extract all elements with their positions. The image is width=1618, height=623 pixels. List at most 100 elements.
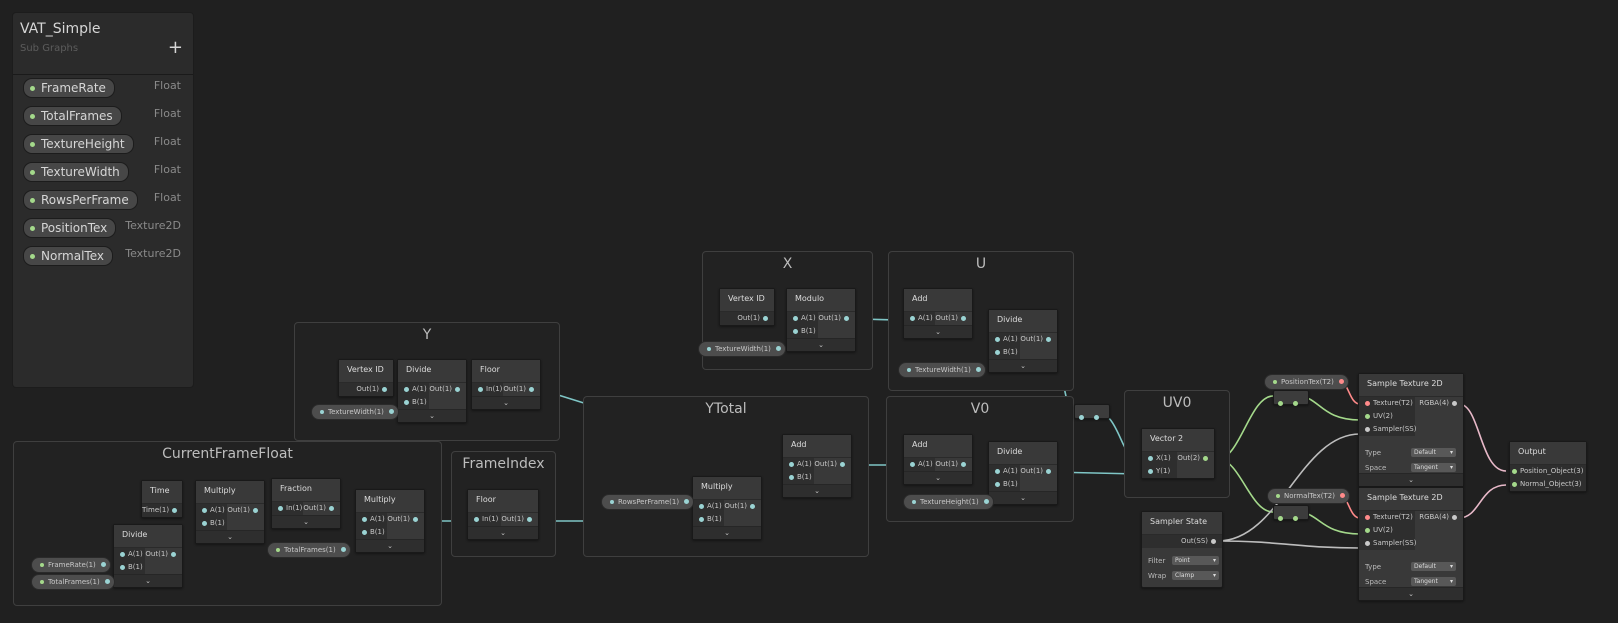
space-dropdown[interactable]: Tangent xyxy=(1411,577,1456,586)
input-port[interactable] xyxy=(699,503,704,509)
node-output[interactable]: Output Position_Object(3) Normal_Object(… xyxy=(1509,441,1587,492)
node-vertex-id[interactable]: Vertex ID Out(1) xyxy=(719,288,775,326)
input-port[interactable] xyxy=(1365,426,1370,432)
input-port[interactable] xyxy=(789,474,794,480)
input-port[interactable] xyxy=(202,507,207,513)
input-port[interactable] xyxy=(995,468,1000,474)
input-port[interactable] xyxy=(1365,527,1370,533)
input-port[interactable] xyxy=(404,386,409,392)
node-add[interactable]: Add A(1) Out(1) ⌄ xyxy=(903,434,973,485)
node-divide[interactable]: Divide A(1)B(1) Out(1) ⌄ xyxy=(988,309,1058,373)
chevron-down-icon[interactable]: ⌄ xyxy=(904,325,972,338)
input-port[interactable] xyxy=(120,564,125,570)
node-divide[interactable]: Divide A(1)B(1) Out(1) ⌄ xyxy=(397,359,467,423)
input-port[interactable] xyxy=(278,505,283,511)
output-port[interactable] xyxy=(382,386,387,392)
input-port[interactable] xyxy=(789,461,794,467)
input-port[interactable] xyxy=(1278,400,1283,406)
node-multiply[interactable]: Multiply A(1)B(1) Out(1) ⌄ xyxy=(355,489,425,553)
node-vector2[interactable]: Vector 2 X(1)Y(1) Out(2) xyxy=(1141,428,1215,479)
property-pill-totalframes[interactable]: TotalFrames(1) xyxy=(31,574,115,590)
output-port[interactable] xyxy=(1293,515,1298,521)
input-port[interactable] xyxy=(1365,400,1370,406)
input-port[interactable] xyxy=(1148,455,1153,461)
node-sampler-state[interactable]: Sampler State Out(SS) Filter Point Wrap … xyxy=(1141,511,1223,588)
output-port[interactable] xyxy=(1452,514,1457,520)
node-multiply[interactable]: Multiply A(1)B(1) Out(1) ⌄ xyxy=(692,476,762,540)
chevron-down-icon[interactable]: ⌄ xyxy=(783,484,851,497)
chevron-down-icon[interactable]: ⌄ xyxy=(272,515,340,528)
property-pill-texturewidth[interactable]: TextureWidth(1) xyxy=(311,404,399,420)
node-add[interactable]: Add A(1)B(1) Out(1) ⌄ xyxy=(782,434,852,498)
input-port[interactable] xyxy=(1278,515,1283,521)
node-divide[interactable]: Divide A(1)B(1) Out(1) ⌄ xyxy=(988,441,1058,505)
node-add[interactable]: Add A(1) Out(1) ⌄ xyxy=(903,288,973,339)
input-port[interactable] xyxy=(474,516,479,522)
property-pill-texturewidth[interactable]: TextureWidth(1) xyxy=(698,341,786,357)
output-port[interactable] xyxy=(171,551,176,557)
chevron-down-icon[interactable]: ⌄ xyxy=(1359,587,1463,600)
node-fraction[interactable]: Fraction In(1) Out(1) ⌄ xyxy=(271,478,341,529)
property-pill-totalframes[interactable]: TotalFrames(1) xyxy=(267,542,351,558)
space-dropdown[interactable]: Tangent xyxy=(1411,463,1456,472)
input-port[interactable] xyxy=(793,315,798,321)
property-normaltex[interactable]: NormalTex xyxy=(23,245,113,266)
output-port[interactable] xyxy=(413,516,418,522)
property-framerate[interactable]: FrameRate xyxy=(23,77,115,98)
node-time[interactable]: Time Time(1) xyxy=(141,480,183,518)
input-port[interactable] xyxy=(995,336,1000,342)
input-port[interactable] xyxy=(793,328,798,334)
output-port[interactable] xyxy=(750,503,755,509)
output-port[interactable] xyxy=(455,386,460,392)
input-port[interactable] xyxy=(910,461,915,467)
node-sample-texture-2d[interactable]: Sample Texture 2D Texture(T2)UV(2)Sample… xyxy=(1358,373,1464,487)
chevron-down-icon[interactable]: ⌄ xyxy=(1359,473,1463,486)
redirect-node[interactable] xyxy=(1074,404,1110,420)
input-port[interactable] xyxy=(362,529,367,535)
output-port[interactable] xyxy=(844,315,849,321)
input-port[interactable] xyxy=(995,481,1000,487)
output-port[interactable] xyxy=(840,461,845,467)
wrap-dropdown[interactable]: Clamp xyxy=(1172,571,1219,580)
property-pill-normaltex[interactable]: NormalTex(T2) xyxy=(1267,488,1350,504)
input-port[interactable] xyxy=(1365,514,1370,520)
input-port[interactable] xyxy=(1365,540,1370,546)
output-port[interactable] xyxy=(961,315,966,321)
input-port[interactable] xyxy=(995,349,1000,355)
property-textureheight[interactable]: TextureHeight xyxy=(23,133,134,154)
type-dropdown[interactable]: Default xyxy=(1411,562,1456,571)
output-port[interactable] xyxy=(763,315,768,321)
output-port[interactable] xyxy=(1046,468,1051,474)
chevron-down-icon[interactable]: ⌄ xyxy=(693,526,761,539)
node-sample-texture-2d[interactable]: Sample Texture 2D Texture(T2)UV(2)Sample… xyxy=(1358,487,1464,601)
input-port[interactable] xyxy=(202,520,207,526)
chevron-down-icon[interactable]: ⌄ xyxy=(989,359,1057,372)
chevron-down-icon[interactable]: ⌄ xyxy=(398,409,466,422)
property-pill-rowsperframe[interactable]: RowsPerFrame(1) xyxy=(601,494,695,510)
output-port[interactable] xyxy=(961,461,966,467)
output-port[interactable] xyxy=(329,505,334,511)
output-port[interactable] xyxy=(1452,400,1457,406)
output-port[interactable] xyxy=(1293,400,1298,406)
input-port[interactable] xyxy=(404,399,409,405)
output-port[interactable] xyxy=(172,507,178,513)
input-port[interactable] xyxy=(1365,413,1370,419)
property-totalframes[interactable]: TotalFrames xyxy=(23,105,122,126)
input-port[interactable] xyxy=(1512,481,1517,487)
input-port[interactable] xyxy=(120,551,125,557)
input-port[interactable] xyxy=(1079,414,1084,420)
node-modulo[interactable]: Modulo A(1)B(1) Out(1) ⌄ xyxy=(786,288,856,352)
property-positiontex[interactable]: PositionTex xyxy=(23,217,117,238)
filter-dropdown[interactable]: Point xyxy=(1172,556,1219,565)
property-pill-textureheight[interactable]: TextureHeight(1) xyxy=(903,494,994,510)
redirect-node[interactable] xyxy=(1273,505,1309,521)
chevron-down-icon[interactable]: ⌄ xyxy=(114,574,182,587)
output-port[interactable] xyxy=(1094,414,1099,420)
node-divide[interactable]: Divide A(1)B(1) Out(1) ⌄ xyxy=(113,524,183,588)
chevron-down-icon[interactable]: ⌄ xyxy=(356,539,424,552)
input-port[interactable] xyxy=(478,386,483,392)
node-vertex-id[interactable]: Vertex ID Out(1) xyxy=(338,359,394,397)
property-pill-positiontex[interactable]: PositionTex(T2) xyxy=(1264,374,1349,390)
input-port[interactable] xyxy=(910,315,915,321)
redirect-node[interactable] xyxy=(1273,390,1309,406)
